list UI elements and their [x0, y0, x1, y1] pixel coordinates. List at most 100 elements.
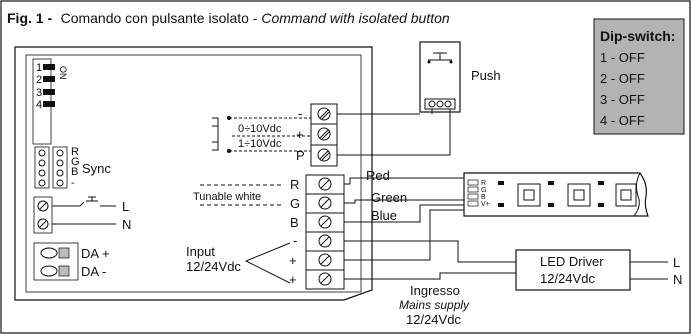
- led-strip-break: [633, 172, 641, 217]
- dim-screw-minus: [317, 107, 331, 121]
- push-input-terminal: L N: [33, 196, 131, 234]
- sync-pin-label-g: G: [71, 156, 80, 168]
- wire-red: [344, 177, 465, 185]
- dim-pin-label-p: P: [296, 148, 305, 163]
- led-strip-resistor: [498, 181, 504, 185]
- push-button-housing: [419, 41, 461, 113]
- dip-switch-row-2: 2 - OFF: [600, 71, 645, 86]
- dip-switch-row-3: 3 - OFF: [600, 92, 645, 107]
- led-strip: R G B V+: [463, 172, 649, 217]
- dip-switch-box: [593, 18, 685, 135]
- push-button-connector: [424, 98, 456, 110]
- led-strip-resistor: [548, 203, 554, 207]
- screw-slot: [319, 129, 329, 139]
- wire-driver-plus: [344, 272, 516, 280]
- mains-n-label: N: [673, 272, 682, 287]
- push-button-connector-pin: [444, 100, 452, 108]
- led-driver-line1: LED Driver: [540, 254, 604, 269]
- wire-driver-minus: [344, 240, 516, 263]
- screw-slot: [321, 152, 330, 161]
- da-minus-screw: [58, 265, 70, 277]
- sync-connector: R G B - Sync: [34, 146, 111, 189]
- sync-block-2: [52, 146, 68, 189]
- controller-dip-number-3: 3: [36, 87, 42, 99]
- push-button-device: Push: [419, 41, 501, 113]
- mains-l-label: L: [673, 255, 680, 270]
- screw-slot: [320, 217, 330, 227]
- strip-pin-vplus: V+: [481, 201, 490, 208]
- output-pin-label-plus-2: +: [289, 272, 297, 287]
- push-terminal-screw-2: [37, 218, 49, 230]
- da-minus-socket: [40, 265, 58, 277]
- sync-pin: [38, 179, 46, 187]
- controller-body: [14, 46, 373, 301]
- dip-switch-row-4: 4 - OFF: [600, 113, 645, 128]
- dim-pin-label-plus: +: [296, 127, 304, 142]
- controller-dip-number-2: 2: [36, 74, 42, 86]
- dip-switch-row-1: 1 - OFF: [600, 50, 645, 65]
- caption-fig: Fig. 1 -: [7, 10, 52, 26]
- led-chip: [567, 183, 591, 207]
- controller-dip-4: [43, 101, 55, 107]
- push-terminal-block: [33, 196, 53, 234]
- screw-slot: [39, 220, 47, 228]
- push-button-connector-pin: [428, 100, 436, 108]
- led-strip-pad: [467, 179, 479, 186]
- ingresso-line3: 12/24Vdc: [406, 312, 461, 327]
- output-screw-r: [318, 177, 332, 191]
- screw-slot: [39, 202, 47, 210]
- led-strip-body: [463, 172, 649, 217]
- push-button-terminal: [449, 60, 453, 64]
- wire-push-p: [337, 109, 451, 156]
- push-button-terminal: [427, 60, 431, 64]
- led-strip-resistor: [598, 203, 604, 207]
- dip-switch-panel: Dip-switch: 1 - OFF 2 - OFF 3 - OFF 4 - …: [593, 18, 685, 135]
- push-terminal-label-l: L: [122, 199, 129, 214]
- sync-pin-label-minus: -: [71, 177, 75, 189]
- screw-slot: [320, 179, 330, 189]
- dim-terminal-block: [310, 103, 338, 167]
- output-screw-plus-1: [318, 253, 332, 267]
- led-chip-core: [620, 189, 632, 201]
- controller-inner: [25, 54, 362, 293]
- screw-slot: [321, 131, 330, 140]
- output-pin-label-g: G: [290, 196, 300, 211]
- controller-dip-switches: 1 2 3 4 ON: [32, 58, 68, 145]
- screw-slot: [320, 198, 330, 208]
- sync-pin-label-b: B: [71, 166, 78, 178]
- figure-caption: Fig. 1 - Comando con pulsante isolato - …: [7, 10, 450, 27]
- input-label-line2: 12/24Vdc: [186, 259, 241, 274]
- led-driver: LED Driver 12/24Vdc L N: [515, 249, 682, 291]
- caption-italian: Comando con pulsante isolato -: [61, 10, 262, 26]
- output-screw-minus: [318, 234, 332, 248]
- push-wire-l: [52, 201, 85, 207]
- sync-pin: [56, 179, 64, 187]
- dim-screw-plus: [317, 127, 331, 141]
- sync-pin: [38, 169, 46, 177]
- led-driver-box: [515, 249, 631, 291]
- push-terminal-screw-1: [37, 200, 49, 212]
- strip-pin-g: G: [481, 187, 486, 194]
- sync-pin: [56, 149, 64, 157]
- strip-pin-b: B: [481, 194, 486, 201]
- screw-slot: [319, 150, 329, 160]
- wire-strip-vplus: [344, 209, 464, 261]
- controller-dip-number-1: 1: [36, 62, 42, 74]
- dim-range-0-10: 0÷10Vdc: [238, 123, 282, 135]
- output-terminal: R G B - + +: [289, 174, 345, 290]
- led-chip: [517, 183, 541, 207]
- da-plus-socket: [40, 247, 58, 259]
- da-minus-label: DA -: [81, 264, 106, 279]
- controller-dip-1: [43, 64, 55, 70]
- input-label-line1: Input: [186, 244, 215, 259]
- dip-switch-title: Dip-switch:: [600, 28, 675, 44]
- caption-english: Command with isolated button: [261, 10, 450, 26]
- output-pin-label-minus: -: [293, 233, 297, 248]
- controller-dip-on-label: ON: [58, 66, 68, 80]
- screw-slot: [320, 236, 330, 246]
- dim-pin-label-minus: -: [298, 106, 302, 121]
- led-driver-line2: 12/24Vdc: [540, 271, 595, 286]
- output-screw-plus-2: [318, 272, 332, 286]
